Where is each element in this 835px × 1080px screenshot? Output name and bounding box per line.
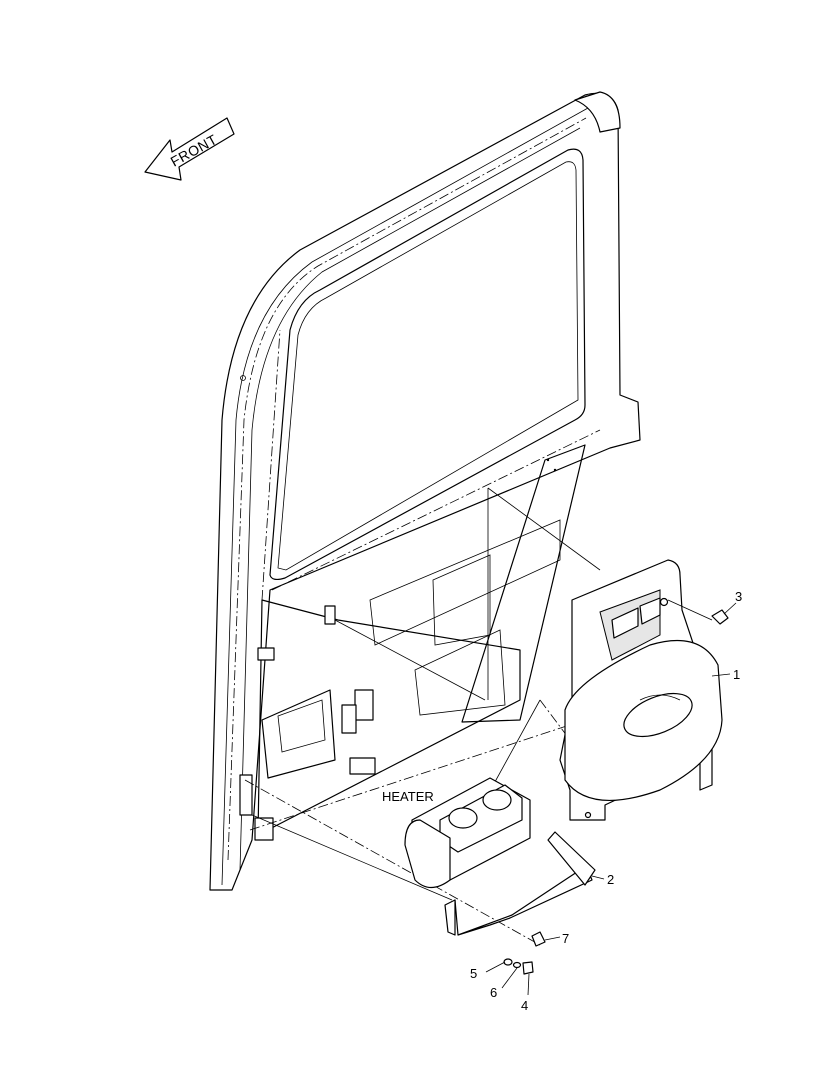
callout-6: 6 [490,985,497,1000]
screw-part-3 [667,599,737,625]
fasteners [485,931,561,996]
heater-cover-part-1 [559,559,723,821]
callout-5: 5 [470,966,477,981]
bracket-part-2 [444,831,605,936]
front-label: FRONT [168,131,220,170]
callout-4: 4 [521,998,528,1013]
heater-label: HEATER [382,789,434,804]
callout-3: 3 [735,589,742,604]
door-frame [209,91,641,891]
callout-1: 1 [733,667,740,682]
heater-unit [404,777,531,889]
callout-7: 7 [562,931,569,946]
callout-2: 2 [607,872,614,887]
front-arrow-icon: FRONT [144,117,235,181]
